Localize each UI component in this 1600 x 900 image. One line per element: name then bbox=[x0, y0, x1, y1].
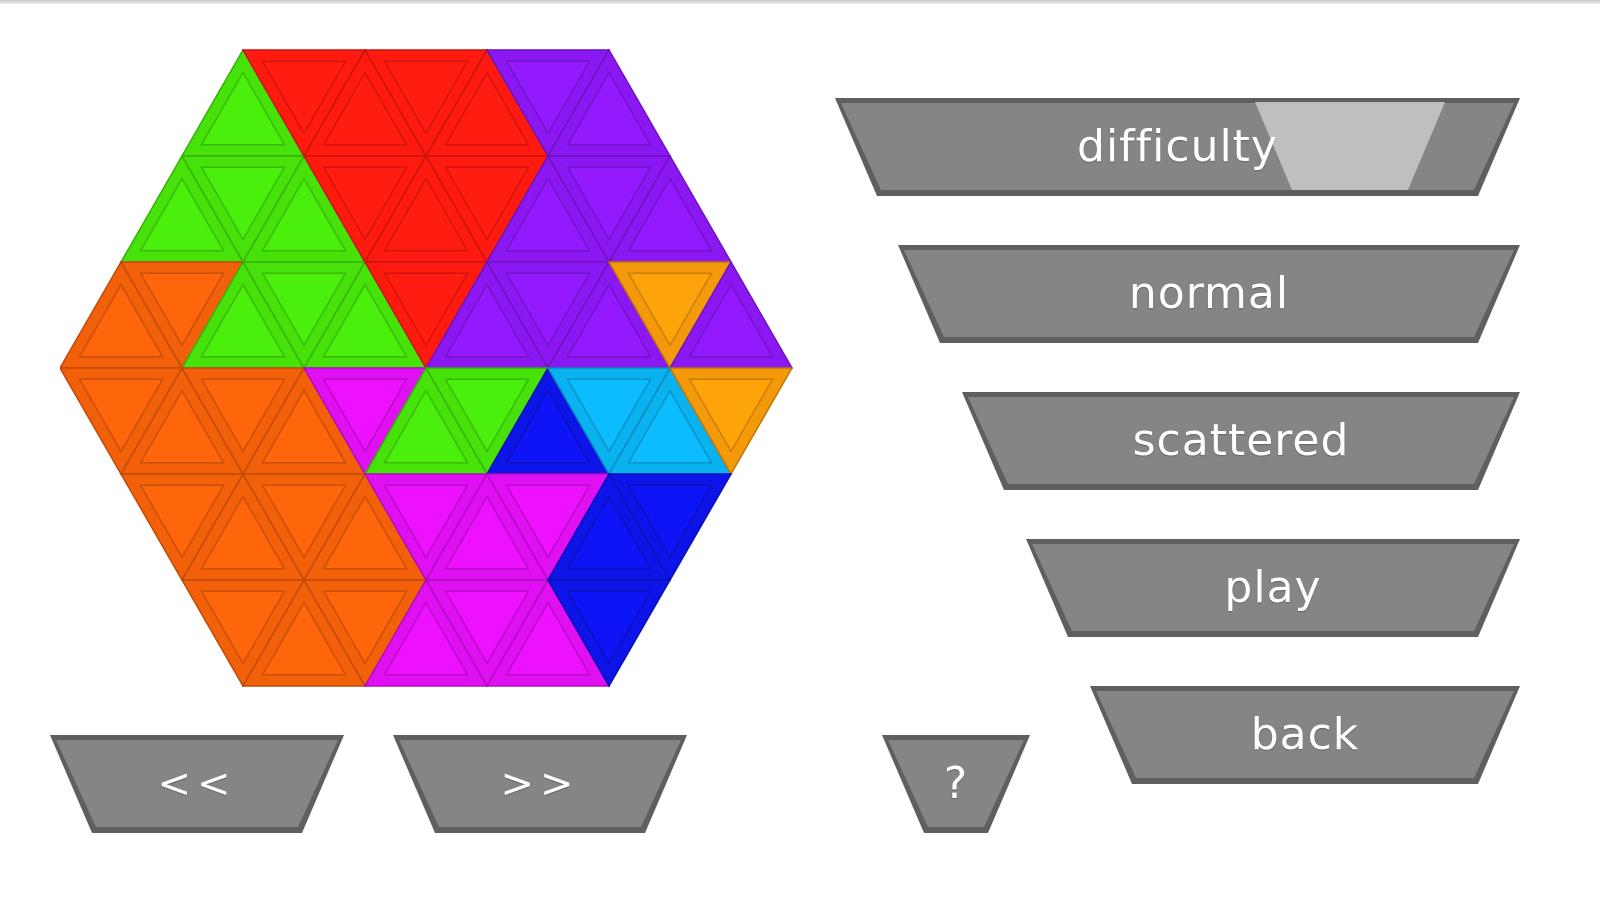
puzzle-tile-bevel bbox=[261, 60, 347, 135]
puzzle-tile-bevel bbox=[78, 378, 164, 453]
puzzle-tile-bevel bbox=[383, 484, 469, 559]
button-frame bbox=[1026, 539, 1520, 637]
difficulty-slider-thumb[interactable] bbox=[1255, 102, 1445, 190]
help-icon: ? bbox=[943, 758, 969, 809]
back-button[interactable]: back bbox=[1090, 686, 1520, 784]
puzzle-tile-bevel bbox=[322, 590, 408, 665]
difficulty-label: difficulty bbox=[1077, 121, 1278, 172]
back-label: back bbox=[1250, 709, 1360, 760]
puzzle-tile-bevel bbox=[627, 389, 713, 464]
puzzle-tile-bevel bbox=[78, 283, 164, 358]
puzzle-tile-bevel bbox=[627, 272, 713, 347]
puzzle-tile-bevel bbox=[139, 389, 225, 464]
puzzle-tile-bevel bbox=[566, 495, 652, 570]
puzzle-tile-bevel bbox=[688, 378, 774, 453]
help-button[interactable]: ? bbox=[882, 735, 1030, 833]
puzzle-tile-bevel bbox=[261, 601, 347, 676]
puzzle-tile-bevel bbox=[139, 177, 225, 252]
puzzle-tile-bevel bbox=[505, 177, 591, 252]
puzzle-tile-bevel bbox=[261, 484, 347, 559]
puzzle-tile-bevel bbox=[322, 166, 408, 241]
puzzle-tile-bevel bbox=[566, 283, 652, 358]
puzzle-tile-bevel bbox=[200, 495, 286, 570]
button-frame bbox=[1090, 686, 1520, 784]
puzzle-tile-bevel bbox=[444, 283, 530, 358]
difficulty-slider[interactable]: difficulty bbox=[835, 98, 1520, 196]
puzzle-tile-bevel bbox=[139, 272, 225, 347]
puzzle-tile-bevel bbox=[444, 71, 530, 146]
puzzle-tile-bevel bbox=[261, 177, 347, 252]
previous-label: << bbox=[157, 761, 237, 807]
puzzle-tile-bevel bbox=[505, 272, 591, 347]
puzzle-tile-bevel bbox=[383, 601, 469, 676]
puzzle-tile-bevel bbox=[383, 177, 469, 252]
puzzle-tile-bevel bbox=[322, 378, 408, 453]
puzzle-tile-bevel bbox=[444, 495, 530, 570]
puzzle-tile-bevel bbox=[444, 378, 530, 453]
next-puzzle-button[interactable]: >> bbox=[393, 735, 687, 833]
puzzle-tile-bevel bbox=[200, 378, 286, 453]
puzzle-tile-bevel bbox=[200, 71, 286, 146]
puzzle-tile-bevel bbox=[200, 166, 286, 241]
puzzle-tile-bevel bbox=[566, 590, 652, 665]
mode-label: normal bbox=[1128, 268, 1290, 319]
puzzle-tile-bevel bbox=[383, 60, 469, 135]
puzzle-tile-bevel bbox=[261, 272, 347, 347]
puzzle-tile-bevel bbox=[627, 177, 713, 252]
mode-normal-button[interactable]: normal bbox=[898, 245, 1520, 343]
previous-puzzle-button[interactable]: << bbox=[50, 735, 344, 833]
puzzle-tile-bevel bbox=[566, 378, 652, 453]
puzzle-tile-bevel bbox=[444, 590, 530, 665]
puzzle-tile-bevel bbox=[627, 484, 713, 559]
button-frame bbox=[393, 735, 687, 833]
puzzle-tile-bevel bbox=[505, 484, 591, 559]
puzzle-tile-bevel bbox=[139, 484, 225, 559]
puzzle-tile-bevel bbox=[383, 272, 469, 347]
button-frame bbox=[898, 245, 1520, 343]
puzzle-tile-bevel bbox=[505, 60, 591, 135]
puzzle-tile-bevel bbox=[566, 71, 652, 146]
window-top-edge bbox=[0, 0, 1600, 4]
puzzle-tile-bevel bbox=[383, 389, 469, 464]
layout-label: scattered bbox=[1132, 415, 1350, 466]
button-frame bbox=[50, 735, 344, 833]
play-label: play bbox=[1224, 562, 1322, 613]
puzzle-tile-bevel bbox=[505, 389, 591, 464]
button-frame bbox=[962, 392, 1520, 490]
puzzle-tile-bevel bbox=[200, 590, 286, 665]
difficulty-slider-frame bbox=[835, 98, 1520, 196]
layout-scattered-button[interactable]: scattered bbox=[962, 392, 1520, 490]
puzzle-tile-bevel bbox=[505, 601, 591, 676]
puzzle-tile-bevel bbox=[444, 166, 530, 241]
puzzle-tile-bevel bbox=[322, 283, 408, 358]
puzzle-tile-bevel bbox=[688, 283, 774, 358]
puzzle-tile-bevel bbox=[566, 166, 652, 241]
puzzle-tile-bevel bbox=[200, 283, 286, 358]
puzzle-board[interactable] bbox=[60, 40, 850, 710]
play-button[interactable]: play bbox=[1026, 539, 1520, 637]
puzzle-tile-bevel bbox=[322, 71, 408, 146]
button-frame bbox=[882, 735, 1030, 833]
next-label: >> bbox=[500, 761, 580, 807]
puzzle-tile-bevel bbox=[322, 495, 408, 570]
puzzle-tile-bevel bbox=[261, 389, 347, 464]
